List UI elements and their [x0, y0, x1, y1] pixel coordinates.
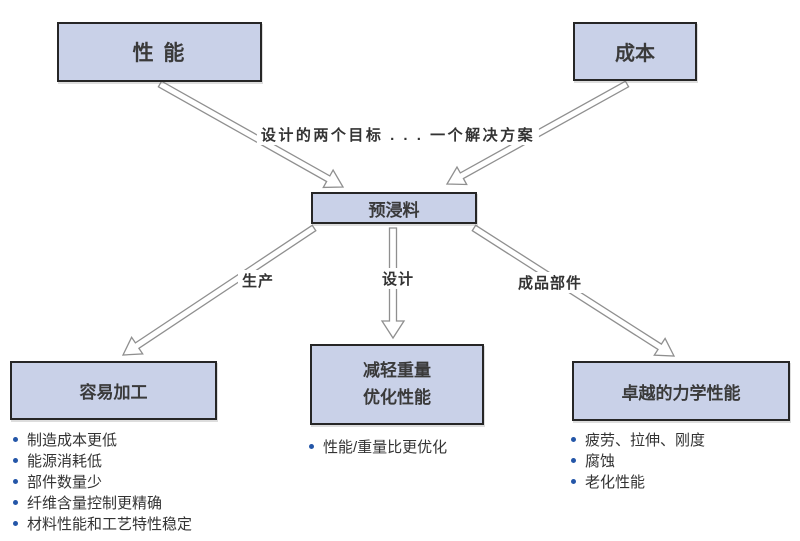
list-item: 腐蚀 [568, 450, 705, 471]
arrow-prepreg-to-easy-processing [121, 224, 317, 356]
list-item: 部件数量少 [10, 471, 192, 492]
list-item: 材料性能和工艺特性稳定 [10, 513, 192, 534]
bullet-text: 老化性能 [585, 474, 646, 491]
weight-box-label-line2: 优化性能 [363, 387, 431, 407]
mechanical-properties-box: 卓越的力学性能 [572, 361, 790, 421]
prepreg-box: 预浸料 [311, 192, 477, 224]
production-branch-label: 生产 [237, 270, 279, 291]
easy-processing-box: 容易加工 [10, 361, 217, 420]
bullet-dot-icon [571, 437, 576, 442]
cost-box-label: 成本 [615, 43, 655, 65]
arrow-performance-to-prepreg [157, 80, 345, 189]
list-item: 老化性能 [568, 471, 705, 492]
prepreg-box-label: 预浸料 [368, 200, 420, 220]
bullet-text: 纤维含量控制更精确 [27, 495, 163, 512]
bullet-text: 制造成本更低 [27, 432, 118, 449]
weight-box-label-line1: 减轻重量 [363, 361, 431, 381]
bullet-dot-icon [571, 458, 576, 463]
bullet-dot-icon [13, 500, 18, 505]
mechanical-box-label: 卓越的力学性能 [621, 383, 741, 403]
bullet-text: 疲劳、拉伸、刚度 [585, 432, 706, 449]
bullet-dot-icon [309, 444, 314, 449]
list-item: 性能/重量比更优化 [306, 436, 447, 457]
list-item: 制造成本更低 [10, 429, 192, 450]
mechanical-bullet-list: 疲劳、拉伸、刚度 腐蚀 老化性能 [568, 429, 705, 492]
bullet-dot-icon [13, 437, 18, 442]
list-item: 纤维含量控制更精确 [10, 492, 192, 513]
bullet-text: 材料性能和工艺特性稳定 [27, 516, 193, 533]
bullet-text: 性能/重量比更优化 [323, 439, 448, 456]
list-item: 能源消耗低 [10, 450, 192, 471]
performance-box: 性 能 [57, 22, 262, 82]
design-branch-label: 设计 [377, 268, 419, 289]
finished-parts-branch-label: 成品部件 [513, 272, 587, 293]
bullet-dot-icon [13, 479, 18, 484]
design-goal-caption: 设计的两个目标 . . . 一个解决方案 [256, 124, 540, 145]
weight-bullet-list: 性能/重量比更优化 [306, 436, 447, 457]
weight-optimization-box: 减轻重量 优化性能 [310, 344, 484, 425]
easy-processing-box-label: 容易加工 [79, 383, 148, 402]
cost-box: 成本 [573, 22, 697, 81]
bullet-dot-icon [13, 458, 18, 463]
bullet-text: 能源消耗低 [27, 453, 103, 470]
list-item: 疲劳、拉伸、刚度 [568, 429, 705, 450]
bullet-text: 腐蚀 [585, 453, 616, 470]
bullet-dot-icon [571, 479, 576, 484]
performance-box-label: 性 能 [132, 42, 187, 65]
bullet-text: 部件数量少 [27, 474, 103, 491]
easy-processing-bullet-list: 制造成本更低 能源消耗低 部件数量少 纤维含量控制更精确 材料性能和工艺特性稳定 [10, 429, 192, 534]
bullet-dot-icon [13, 521, 18, 526]
